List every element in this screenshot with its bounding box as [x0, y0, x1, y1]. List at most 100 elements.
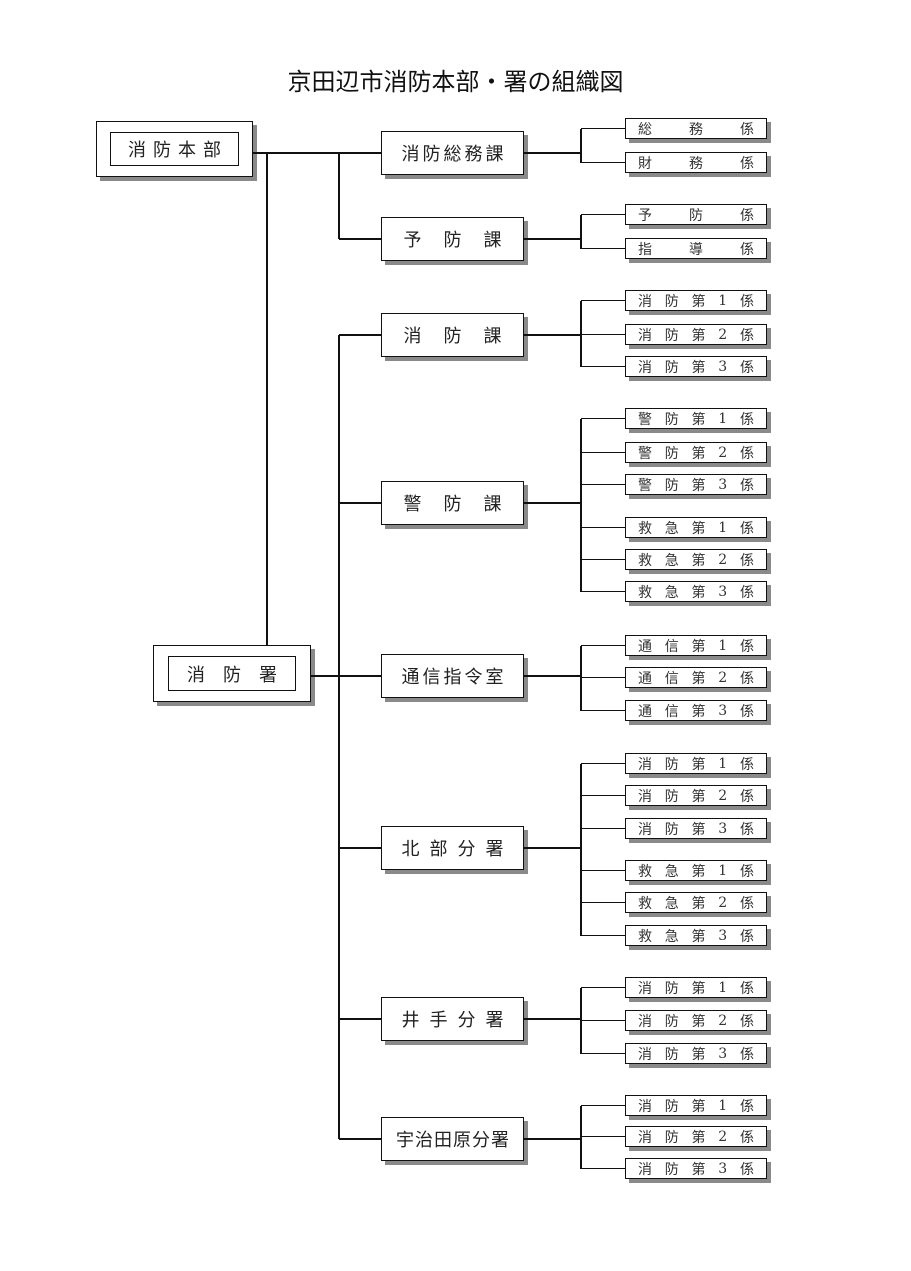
fire-station-box: 消防署	[153, 645, 311, 702]
section-label-char: 1	[718, 755, 728, 772]
section-box: 総務係	[625, 118, 767, 139]
section-label-char: 3	[718, 1160, 728, 1177]
section-label-char: 2	[718, 669, 728, 686]
section-label-char: 3	[718, 358, 728, 375]
section-label-char: 係	[740, 155, 754, 172]
fs-div-5-section-connector	[581, 1104, 625, 1107]
headquarters-box-label: 消防本部	[128, 140, 228, 161]
section-label-char: 2	[718, 1128, 728, 1145]
fs-div-3-section-connector	[581, 869, 625, 872]
section-label-char: 第	[691, 1098, 706, 1115]
hq-div-0-division-box: 消防総務課	[381, 131, 524, 175]
section-label-char: 防	[664, 327, 679, 344]
section-label-char: 通	[638, 638, 652, 655]
fs-div-3-division-box-label: 北部分署	[401, 839, 514, 860]
fs-div-0-division-connector	[524, 334, 581, 336]
section-label-char: 財	[638, 155, 652, 172]
fs-div-2-section-connector	[581, 676, 625, 679]
section-label-char: 係	[740, 241, 754, 258]
section-label-char: 防	[664, 359, 679, 376]
section-label-char: 係	[739, 788, 754, 805]
fs-div-3-section-connector	[581, 901, 625, 904]
hq-branch-connector	[339, 238, 381, 240]
section-label-char: 急	[664, 863, 679, 880]
section-box: 予防係	[625, 204, 767, 225]
section-label-char: 2	[718, 1012, 728, 1029]
section-label-char: 救	[638, 520, 652, 537]
fs-div-1-division-box: 警防課	[381, 481, 524, 525]
section-label-char: 2	[718, 894, 728, 911]
fs-div-3-division-connector	[524, 847, 581, 849]
fs-div-2-division-box-label: 通信指令室	[401, 667, 507, 688]
section-label-char: 導	[689, 241, 703, 258]
section-label-char: 消	[638, 1098, 652, 1115]
section-label-char: 救	[638, 552, 652, 569]
section-label-char: 3	[718, 1045, 728, 1062]
section-label-char: 係	[739, 477, 754, 494]
fs-div-0-section-connector	[581, 299, 625, 302]
fs-div-4-section-connector	[581, 1052, 625, 1055]
fs-div-1-section-connector	[581, 417, 625, 420]
section-label-char: 救	[638, 863, 652, 880]
fs-div-2-section-connector	[581, 644, 625, 647]
section-label-char: 係	[739, 863, 754, 880]
section-label-char: 防	[664, 788, 679, 805]
section-label-char: 消	[638, 1013, 652, 1030]
fs-div-1-division-connector	[524, 502, 581, 504]
section-label-char: 第	[691, 293, 706, 310]
fs-div-5-division-connector	[524, 1138, 581, 1140]
section-label-char: 係	[739, 411, 754, 428]
section-label-char: 務	[689, 121, 703, 138]
fs-branch-connector	[339, 1018, 381, 1020]
section-label-char: 1	[718, 637, 728, 654]
section-label-char: 第	[691, 584, 706, 601]
section-label-char: 急	[664, 584, 679, 601]
section-label-char: 第	[691, 980, 706, 997]
fs-div-3-section-connector	[581, 762, 625, 765]
fs-division-branch	[338, 335, 340, 1139]
section-label-char: 防	[664, 477, 679, 494]
section-label-char: 第	[691, 552, 706, 569]
section-label-char: 急	[664, 928, 679, 945]
fs-div-1-section-connector	[581, 451, 625, 454]
fs-div-1-section-branch	[580, 418, 582, 592]
section-label-char: 1	[718, 292, 728, 309]
section-label-char: 第	[691, 359, 706, 376]
section-label-char: 第	[691, 520, 706, 537]
section-label-char: 防	[664, 411, 679, 428]
hq-div-0-division-connector	[524, 152, 581, 154]
section-label-char: 第	[691, 1129, 706, 1146]
section-label-char: 係	[739, 638, 754, 655]
fs-div-4-division-connector	[524, 1018, 581, 1020]
section-label-char: 第	[691, 638, 706, 655]
section-label-char: 第	[691, 863, 706, 880]
section-label-char: 係	[739, 327, 754, 344]
section-label-char: 係	[739, 293, 754, 310]
hq-div-1-division-box-label: 予防課	[403, 230, 524, 251]
fs-div-3-section-connector	[581, 827, 625, 830]
fs-div-5-division-box-label: 宇治田原分署	[396, 1130, 510, 1151]
section-label-char: 急	[664, 895, 679, 912]
section-label-char: 1	[718, 979, 728, 996]
fs-div-0-section-connector	[581, 333, 625, 336]
station-connector	[311, 675, 339, 677]
section-label-char: 通	[638, 703, 652, 720]
section-label-char: 救	[638, 928, 652, 945]
chart-title: 京田辺市消防本部・署の組織図	[287, 68, 624, 96]
section-label-char: 係	[739, 1046, 754, 1063]
section-label-char: 第	[691, 1046, 706, 1063]
section-box: 指導係	[625, 238, 767, 259]
section-label-char: 係	[739, 1161, 754, 1178]
section-label-char: 第	[691, 895, 706, 912]
